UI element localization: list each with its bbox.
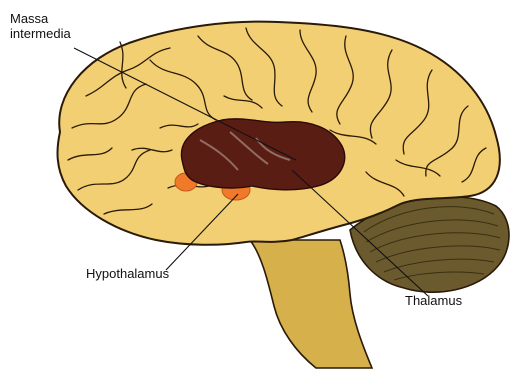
thalamus-label: Thalamus <box>405 293 462 308</box>
thalamus <box>181 119 344 190</box>
massa-intermedia-label: Massa intermedia <box>10 11 71 41</box>
brainstem <box>250 240 372 368</box>
massa-label-line1: Massa <box>10 11 71 26</box>
massa-label-line2: intermedia <box>10 26 71 41</box>
hypothalamus-label: Hypothalamus <box>86 266 169 281</box>
